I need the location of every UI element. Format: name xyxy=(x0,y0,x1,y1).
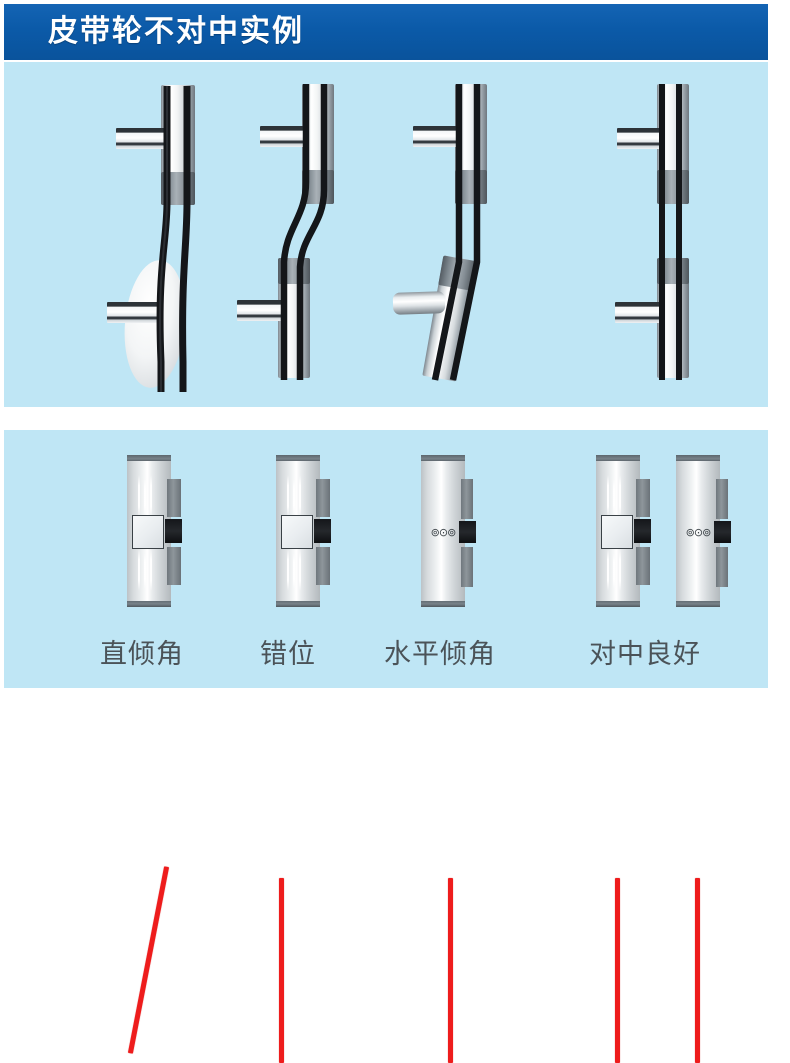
alignment-line-diagonal xyxy=(127,866,170,1054)
sensor-window xyxy=(634,519,651,543)
pulley-example-aligned xyxy=(589,62,779,407)
alignment-line-offset xyxy=(279,878,284,1063)
upper-shaft xyxy=(617,128,665,149)
pulley-body xyxy=(676,461,720,601)
belt-pair xyxy=(156,86,191,392)
bracket-lower xyxy=(167,547,181,585)
schematic-offset xyxy=(276,455,331,607)
bracket-lower xyxy=(636,547,650,585)
belt-pair xyxy=(659,84,682,380)
bracket-upper xyxy=(716,479,728,519)
pulley-cap-bottom xyxy=(421,600,465,607)
bracket-upper xyxy=(167,479,181,517)
alignment-line-good-left xyxy=(615,878,620,1063)
pulley-cap-top xyxy=(676,455,720,462)
caption-good-alignment: 对中良好 xyxy=(589,639,701,669)
alignment-line-edge xyxy=(448,878,453,1063)
pulley-misalignment-figure: 皮带轮不对中实例 xyxy=(4,4,768,1063)
pulley-cap-bottom xyxy=(127,600,171,607)
page-title: 皮带轮不对中实例 xyxy=(48,15,304,48)
pulley-cap-top xyxy=(127,455,171,462)
lower-shaft xyxy=(615,302,663,323)
sensor-window xyxy=(165,519,182,543)
pulley-cap-top xyxy=(596,455,640,462)
face-reference-box xyxy=(281,515,313,549)
axis-marker-icon: ⊚⊙⊚ xyxy=(685,526,712,539)
bracket-lower xyxy=(316,547,330,585)
pulley-example-parallel-offset xyxy=(237,62,434,407)
pulley-cap-bottom xyxy=(676,600,720,607)
belt-pair xyxy=(280,84,328,380)
schematic-straight-tilt xyxy=(127,455,182,607)
sensor-window xyxy=(459,521,476,543)
schematic-good-right: ⊚⊙⊚ xyxy=(676,455,731,607)
bracket-lower xyxy=(716,547,728,587)
pulley-cap-bottom xyxy=(276,600,320,607)
lower-shaft xyxy=(237,300,285,321)
bottom-schematic-panel: ⊚⊙⊚ xyxy=(4,430,768,1063)
upper-shaft xyxy=(116,128,168,149)
belt-pair xyxy=(431,84,481,381)
bracket-upper xyxy=(316,479,330,517)
title-bar: 皮带轮不对中实例 xyxy=(4,4,768,60)
schematic-good-left xyxy=(596,455,651,607)
bracket-upper xyxy=(461,479,473,519)
top-illustration-panel xyxy=(4,62,768,407)
upper-shaft xyxy=(413,126,461,147)
caption-straight-tilt: 直倾角 xyxy=(100,639,184,669)
upper-shaft xyxy=(260,126,308,147)
pulley-cap-top xyxy=(421,455,465,462)
alignment-line-good-right xyxy=(695,878,700,1063)
caption-horizontal-tilt: 水平倾角 xyxy=(384,639,496,669)
axis-marker-icon: ⊚⊙⊚ xyxy=(430,526,457,539)
pulley-example-horizontal-twist xyxy=(392,62,589,407)
sensor-window xyxy=(314,519,331,543)
bracket-upper xyxy=(636,479,650,517)
face-reference-box xyxy=(601,515,633,549)
pulley-cap-top xyxy=(276,455,320,462)
sensor-window xyxy=(714,521,731,543)
pulley-cap-bottom xyxy=(596,600,640,607)
pulley-body xyxy=(421,461,465,601)
face-reference-box xyxy=(132,515,164,549)
caption-offset: 错位 xyxy=(260,639,316,669)
bracket-lower xyxy=(461,547,473,587)
pulley-example-angular-vertical xyxy=(99,62,289,407)
schematic-horizontal-tilt: ⊚⊙⊚ xyxy=(421,455,476,607)
lower-shaft xyxy=(107,302,163,323)
